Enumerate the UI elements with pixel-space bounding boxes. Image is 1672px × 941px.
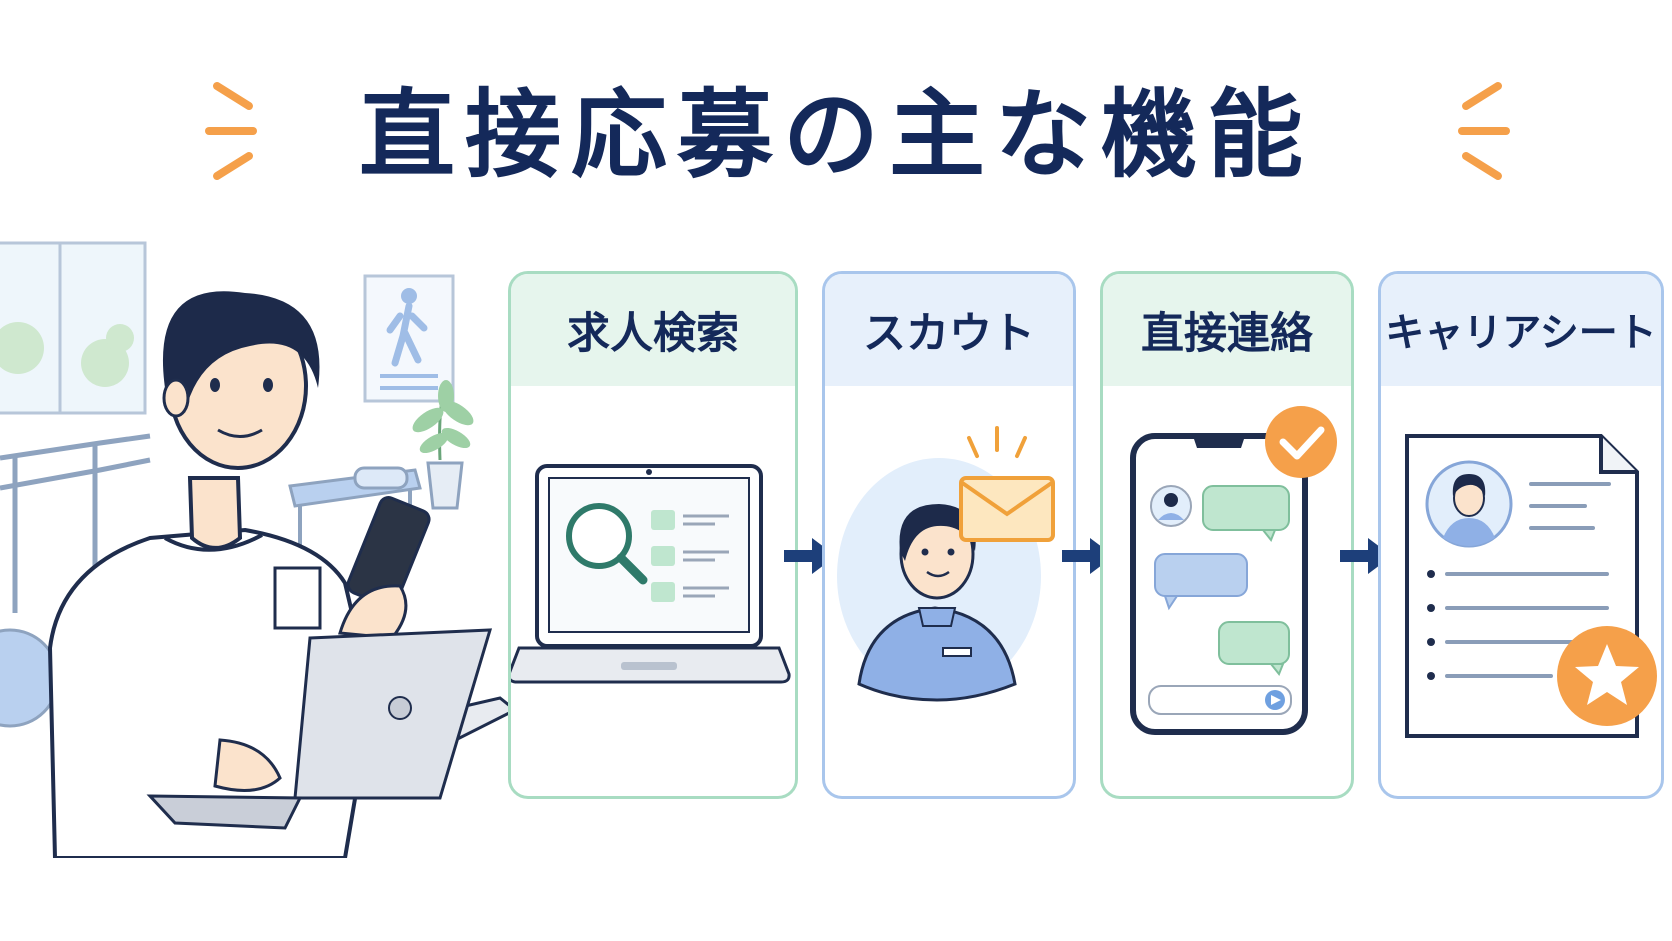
card-job-search: 求人検索 bbox=[508, 271, 798, 799]
card-title-scout: スカウト bbox=[863, 309, 1035, 359]
person-icon bbox=[47, 291, 518, 858]
card-career-sheet: キャリアシート bbox=[1378, 271, 1664, 799]
card-scout: スカウト bbox=[822, 271, 1076, 799]
physiotherapist-illustration bbox=[0, 241, 518, 858]
window-icon bbox=[0, 241, 147, 415]
burst-right-icon bbox=[1458, 82, 1510, 180]
check-icon bbox=[1265, 406, 1337, 478]
plant-icon bbox=[412, 380, 474, 510]
star-badge-icon bbox=[1557, 626, 1657, 726]
card-direct-contact: 直接連絡 bbox=[1100, 271, 1354, 799]
person-mail-icon bbox=[837, 426, 1055, 702]
card-title-direct-contact: 直接連絡 bbox=[1141, 309, 1313, 359]
walking-poster-icon bbox=[363, 274, 455, 403]
parallel-bars-icon bbox=[0, 433, 151, 613]
card-header-scout: スカウト bbox=[825, 274, 1073, 386]
resume-star-icon bbox=[1405, 434, 1657, 738]
card-header-job-search: 求人検索 bbox=[511, 274, 795, 386]
laptop-search-icon bbox=[511, 464, 791, 684]
page-title: 直接応募の主な機能 bbox=[359, 79, 1313, 191]
card-title-career-sheet: キャリアシート bbox=[1385, 311, 1657, 356]
phone-chat-icon bbox=[1130, 406, 1337, 735]
burst-left-icon bbox=[205, 82, 257, 180]
card-title-job-search: 求人検索 bbox=[567, 309, 739, 359]
card-header-career-sheet: キャリアシート bbox=[1381, 274, 1661, 386]
envelope-icon bbox=[959, 426, 1055, 542]
card-header-direct-contact: 直接連絡 bbox=[1103, 274, 1351, 386]
